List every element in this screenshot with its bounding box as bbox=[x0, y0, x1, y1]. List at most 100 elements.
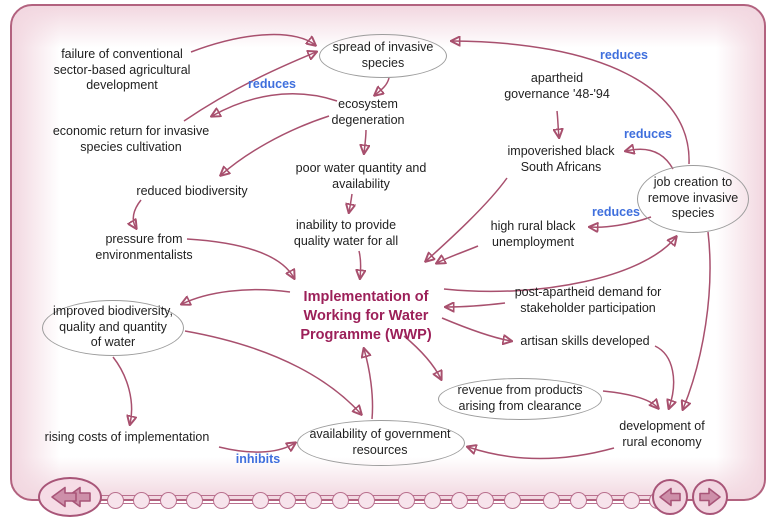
nav-dot-3[interactable] bbox=[159, 491, 177, 509]
node-high-unemployment: high rural black unemployment bbox=[491, 219, 576, 250]
ellipse-revenue bbox=[438, 378, 602, 420]
edge-development-availability bbox=[468, 447, 615, 460]
text-line: degeneration bbox=[331, 112, 405, 127]
nav-dot-13[interactable] bbox=[450, 491, 468, 509]
edge-label-reduces-unemployment: reduces bbox=[592, 205, 640, 219]
node-availability: availability of government resources bbox=[309, 427, 450, 458]
edge-label-reduces-left: reduces bbox=[248, 77, 296, 91]
node-development: development of rural economy bbox=[619, 419, 704, 450]
node-spread: spread of invasive species bbox=[333, 40, 434, 71]
nav-dot-15[interactable] bbox=[503, 491, 521, 509]
edge-ecosystem-poorwater bbox=[364, 129, 366, 153]
nav-dot-8[interactable] bbox=[305, 491, 322, 509]
edge-wwp-revenue bbox=[403, 335, 441, 379]
text-line: ecosystem bbox=[338, 97, 398, 111]
text-line: availability of government bbox=[309, 427, 451, 441]
edge-improved-risingcosts bbox=[112, 356, 132, 424]
nav-dot-12[interactable] bbox=[424, 491, 441, 509]
edge-improved-availability bbox=[184, 330, 361, 414]
node-job-creation: job creation to remove invasive species bbox=[648, 175, 738, 222]
edge-revenue-development bbox=[602, 390, 658, 408]
text-line: quality and quantity bbox=[59, 319, 167, 334]
text-line: species bbox=[671, 206, 715, 220]
text-line: quality water for all bbox=[293, 233, 399, 248]
nav-dot-14[interactable] bbox=[477, 491, 494, 509]
node-reduced-biodiversity: reduced biodiversity bbox=[136, 184, 247, 200]
right-arrow-icon bbox=[699, 487, 721, 507]
nav-track bbox=[100, 495, 656, 504]
edge-label-reduces-top: reduces bbox=[600, 48, 648, 62]
text-line: development bbox=[86, 78, 158, 92]
node-rising-costs: rising costs of implementation bbox=[45, 430, 210, 446]
nav-dot-7[interactable] bbox=[278, 491, 296, 509]
edge-economic-spread bbox=[183, 52, 316, 122]
nav-dot-19[interactable] bbox=[622, 491, 640, 509]
edge-jobcreation-unemployment bbox=[590, 216, 652, 227]
text-line: artisan skills developed bbox=[520, 334, 650, 348]
text-line: inability to provide bbox=[295, 218, 397, 232]
text-line: Programme (WWP) bbox=[300, 327, 432, 343]
text-line: reduced biodiversity bbox=[136, 184, 248, 198]
text-line: development of bbox=[619, 419, 705, 433]
nav-fast-back-button[interactable] bbox=[38, 477, 102, 517]
edge-wwp-jobcreation bbox=[443, 237, 676, 293]
left-arrow-icon bbox=[659, 487, 681, 507]
node-improved-biodiversity: improved biodiversity, quality and quant… bbox=[53, 304, 173, 351]
node-failure: failure of conventional sector-based agr… bbox=[54, 47, 191, 94]
nav-dot-18[interactable] bbox=[596, 491, 613, 509]
ellipse-job-creation bbox=[637, 165, 749, 233]
edge-spread-ecosystem bbox=[375, 77, 390, 95]
nav-dot-9[interactable] bbox=[331, 491, 349, 509]
node-poor-water: poor water quantity and availability bbox=[296, 161, 427, 192]
text-line: improved biodiversity, bbox=[53, 304, 173, 318]
text-line: spread of invasive bbox=[332, 40, 434, 54]
text-line: of water bbox=[90, 335, 136, 349]
text-line: rural economy bbox=[622, 434, 702, 449]
edge-unemployment-wwp bbox=[437, 245, 479, 263]
text-line: apartheid bbox=[530, 71, 584, 85]
nav-dot-16[interactable] bbox=[543, 491, 560, 509]
text-line: governance '48-'94 bbox=[504, 86, 610, 101]
text-line: remove invasive bbox=[647, 190, 739, 205]
nav-dot-10[interactable] bbox=[358, 491, 375, 509]
node-ecosystem: ecosystem degeneration bbox=[332, 97, 405, 128]
node-post-apartheid: post-apartheid demand for stakeholder pa… bbox=[515, 285, 662, 316]
nav-dot-4[interactable] bbox=[186, 491, 203, 509]
edge-jobcreation-impoverished bbox=[626, 149, 674, 170]
edge-jobcreation-development bbox=[683, 231, 711, 409]
edge-impoverished-wwp bbox=[426, 177, 508, 261]
node-economic-return: economic return for invasive species cul… bbox=[53, 124, 209, 155]
nav-dot-6[interactable] bbox=[252, 491, 269, 509]
nav-next-button[interactable] bbox=[692, 479, 728, 515]
nav-dot-17[interactable] bbox=[569, 491, 587, 509]
edge-ecosystem-reducedbio bbox=[221, 115, 330, 175]
edge-label-inhibits: inhibits bbox=[235, 452, 281, 466]
edge-artisan-development bbox=[654, 345, 674, 408]
text-line: economic return for invasive bbox=[52, 124, 210, 138]
text-line: resources bbox=[352, 442, 408, 457]
text-line: arising from clearance bbox=[458, 398, 582, 413]
edge-apartheid-impoverished bbox=[557, 110, 559, 137]
edge-wwp-artisan bbox=[441, 317, 511, 341]
edge-jobcreation-spread bbox=[452, 41, 690, 165]
text-line: environmentalists bbox=[95, 247, 193, 262]
nav-previous-button[interactable] bbox=[652, 479, 688, 515]
edge-poorwater-inability bbox=[349, 193, 352, 212]
text-line: stakeholder participation bbox=[520, 300, 656, 315]
content-frame bbox=[10, 4, 766, 501]
nav-dot-1[interactable] bbox=[106, 491, 124, 509]
edge-wwp-improved bbox=[182, 288, 291, 304]
edge-failure-spread bbox=[190, 33, 315, 53]
text-line: failure of conventional bbox=[61, 47, 183, 61]
nav-dot-5[interactable] bbox=[212, 491, 230, 509]
text-line: species bbox=[361, 55, 405, 70]
node-inability: inability to provide quality water for a… bbox=[294, 218, 398, 249]
text-line: unemployment bbox=[491, 234, 574, 249]
nav-dot-2[interactable] bbox=[133, 491, 150, 509]
nav-dot-11[interactable] bbox=[397, 491, 415, 509]
edge-reducedbio-pressure bbox=[133, 199, 142, 228]
text-line: availability bbox=[332, 176, 390, 191]
edge-availability-wwp bbox=[364, 349, 374, 420]
text-line: species cultivation bbox=[80, 139, 182, 154]
